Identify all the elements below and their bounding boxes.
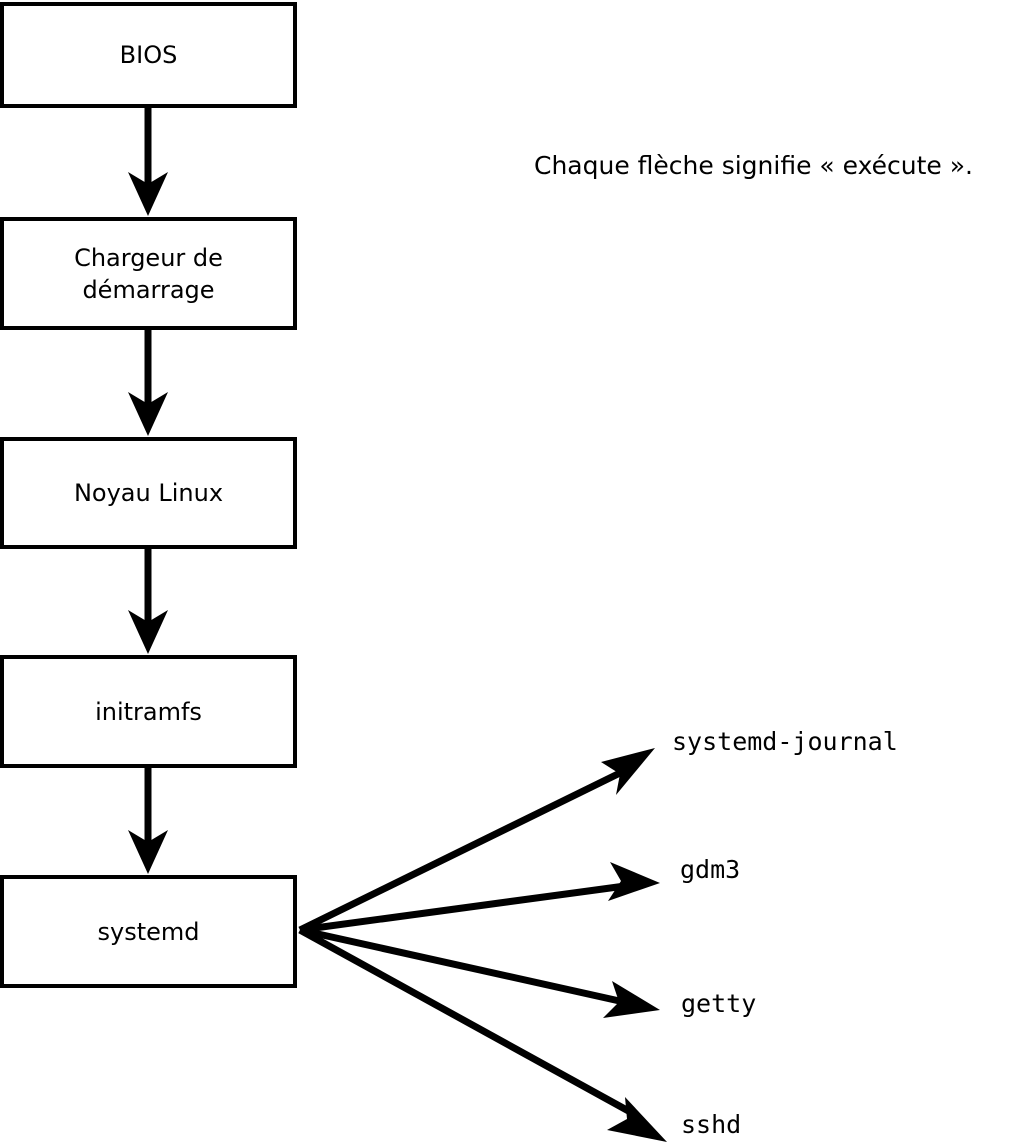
service-label-gdm3: gdm3 — [680, 855, 741, 884]
node-initramfs-label: initramfs — [95, 697, 202, 726]
arrow-kernel-to-initramfs — [128, 549, 168, 654]
service-label-systemd-journal: systemd-journal — [672, 727, 898, 756]
node-bios[interactable]: BIOS — [0, 2, 297, 108]
service-label-getty: getty — [681, 989, 757, 1018]
node-initramfs[interactable]: initramfs — [0, 655, 297, 768]
arrow-initramfs-to-systemd — [128, 768, 168, 874]
node-systemd-label: systemd — [97, 917, 200, 946]
arrow-bootloader-to-kernel — [128, 330, 168, 436]
node-bootloader-label: Chargeur de démarrage — [74, 243, 223, 304]
node-kernel-label: Noyau Linux — [73, 479, 224, 507]
arrow-bios-to-bootloader — [128, 108, 168, 216]
service-label-sshd: sshd — [681, 1110, 742, 1139]
arrow-systemd-to-sshd — [298, 926, 667, 1142]
arrow-systemd-to-systemd-journal — [298, 748, 655, 934]
arrow-systemd-to-gdm3 — [299, 862, 660, 934]
arrow-systemd-to-getty — [299, 926, 660, 1018]
diagram-caption: Chaque flèche signifie « exécute ». — [534, 151, 973, 180]
node-bios-label: BIOS — [119, 41, 178, 69]
node-systemd[interactable]: systemd — [0, 875, 297, 988]
node-kernel[interactable]: Noyau Linux — [0, 437, 297, 549]
node-bootloader[interactable]: Chargeur de démarrage — [0, 217, 297, 330]
